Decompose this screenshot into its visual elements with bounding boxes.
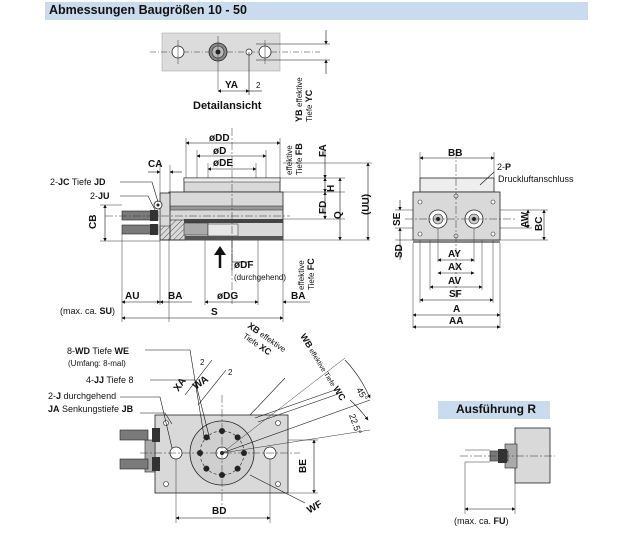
dim-de: øDE: [213, 158, 233, 169]
callout-umfang: (Umfang: 8-mal): [68, 359, 126, 368]
side-view: [395, 150, 548, 329]
dim-d: øD: [213, 146, 226, 157]
dim-au: AU: [125, 291, 139, 302]
dim-a: A: [453, 304, 460, 315]
dim-two-a: 2: [200, 358, 205, 367]
dim-su-note: (max. ca. SU): [60, 306, 115, 316]
svg-text:Tiefe FB: Tiefe FB: [294, 143, 304, 175]
section-title: Abmessungen Baugrößen 10 - 50: [49, 3, 247, 17]
detail-two: 2: [256, 81, 261, 90]
detail-view: [150, 30, 330, 95]
dim-fc-label: effektive Tiefe FC: [297, 258, 316, 290]
dim-fb-label: effektive Tiefe FB: [285, 143, 304, 175]
svg-text:effektive: effektive: [285, 145, 294, 175]
dim-df: øDF: [234, 260, 253, 271]
dim-ca: CA: [148, 159, 162, 170]
dim-ba-left: BA: [168, 291, 182, 302]
dim-bb: BB: [448, 148, 462, 159]
dim-dd: øDD: [209, 133, 230, 144]
dim-sd: SD: [394, 244, 405, 258]
callout-wd: 8-WD Tiefe WE: [67, 346, 129, 356]
callout-p: 2-P: [497, 162, 511, 172]
dim-av: AV: [448, 276, 461, 287]
dim-fa: FA: [318, 144, 329, 157]
top-view: [119, 349, 371, 523]
dim-ax: AX: [448, 262, 462, 273]
callout-j: 2-J durchgehend: [48, 391, 116, 401]
detail-ya: YA: [225, 80, 238, 91]
dim-be: BE: [298, 459, 309, 473]
dim-fd: FD: [318, 201, 329, 214]
dim-sf: SF: [449, 289, 462, 300]
dim-aa: AA: [449, 316, 463, 327]
callout-ju: 2-JU: [90, 191, 110, 201]
dim-ba-right: BA: [291, 291, 305, 302]
dim-two-b: 2: [228, 368, 233, 377]
dim-s: S: [211, 307, 218, 318]
variant-title: Ausführung R: [456, 402, 536, 416]
side-body: [412, 191, 501, 241]
dim-45deg: 45°: [354, 386, 370, 403]
dim-uu: (UU): [361, 194, 372, 215]
callout-jj: 4-JJ Tiefe 8: [86, 375, 134, 385]
dim-bc: BC: [534, 217, 545, 231]
side-table: [419, 177, 495, 193]
detail-title: Detailansicht: [193, 100, 262, 112]
variant-r-view: [460, 427, 555, 514]
svg-text:WB effektive Tiefe WC: WB effektive Tiefe WC: [298, 332, 348, 403]
front-view: [100, 128, 372, 322]
variant-header: Ausführung R: [438, 401, 550, 419]
dim-fu-note: (max. ca. FU): [454, 516, 509, 526]
top-screw-lower: [119, 458, 149, 470]
dim-q: Q: [333, 211, 344, 219]
dim-bd: BD: [212, 506, 226, 517]
dim-aw: AW: [520, 211, 531, 228]
svg-text:effektive: effektive: [297, 260, 306, 290]
dim-wb-label: WB effektive Tiefe WC: [298, 332, 348, 403]
callout-ja: JA Senkungstiefe JB: [48, 404, 134, 414]
dim-225deg: 22.5°: [347, 412, 364, 436]
svg-text:Tiefe YC: Tiefe YC: [304, 89, 314, 122]
dim-df-durch: (durchgehend): [234, 273, 286, 282]
dim-dg: øDG: [217, 291, 238, 302]
callout-druckluft: Druckluftanschluss: [498, 174, 574, 184]
callout-jc: 2-JC Tiefe JD: [50, 177, 106, 187]
top-screw-upper: [119, 429, 149, 441]
dim-xb-label: XB effektive Tiefe XC: [241, 320, 288, 357]
dim-ay: AY: [448, 249, 461, 260]
dim-cb: CB: [88, 215, 99, 229]
section-header: Abmessungen Baugrößen 10 - 50: [45, 2, 588, 20]
svg-text:YB effektive: YB effektive: [294, 77, 304, 122]
dim-xa: XA: [172, 376, 189, 394]
dim-h: H: [326, 185, 337, 192]
svg-text:Tiefe FC: Tiefe FC: [306, 258, 316, 290]
dim-se: SE: [392, 212, 403, 226]
detail-yb-label: YB effektive Tiefe YC: [294, 77, 314, 122]
dim-wf: WF: [305, 499, 324, 516]
